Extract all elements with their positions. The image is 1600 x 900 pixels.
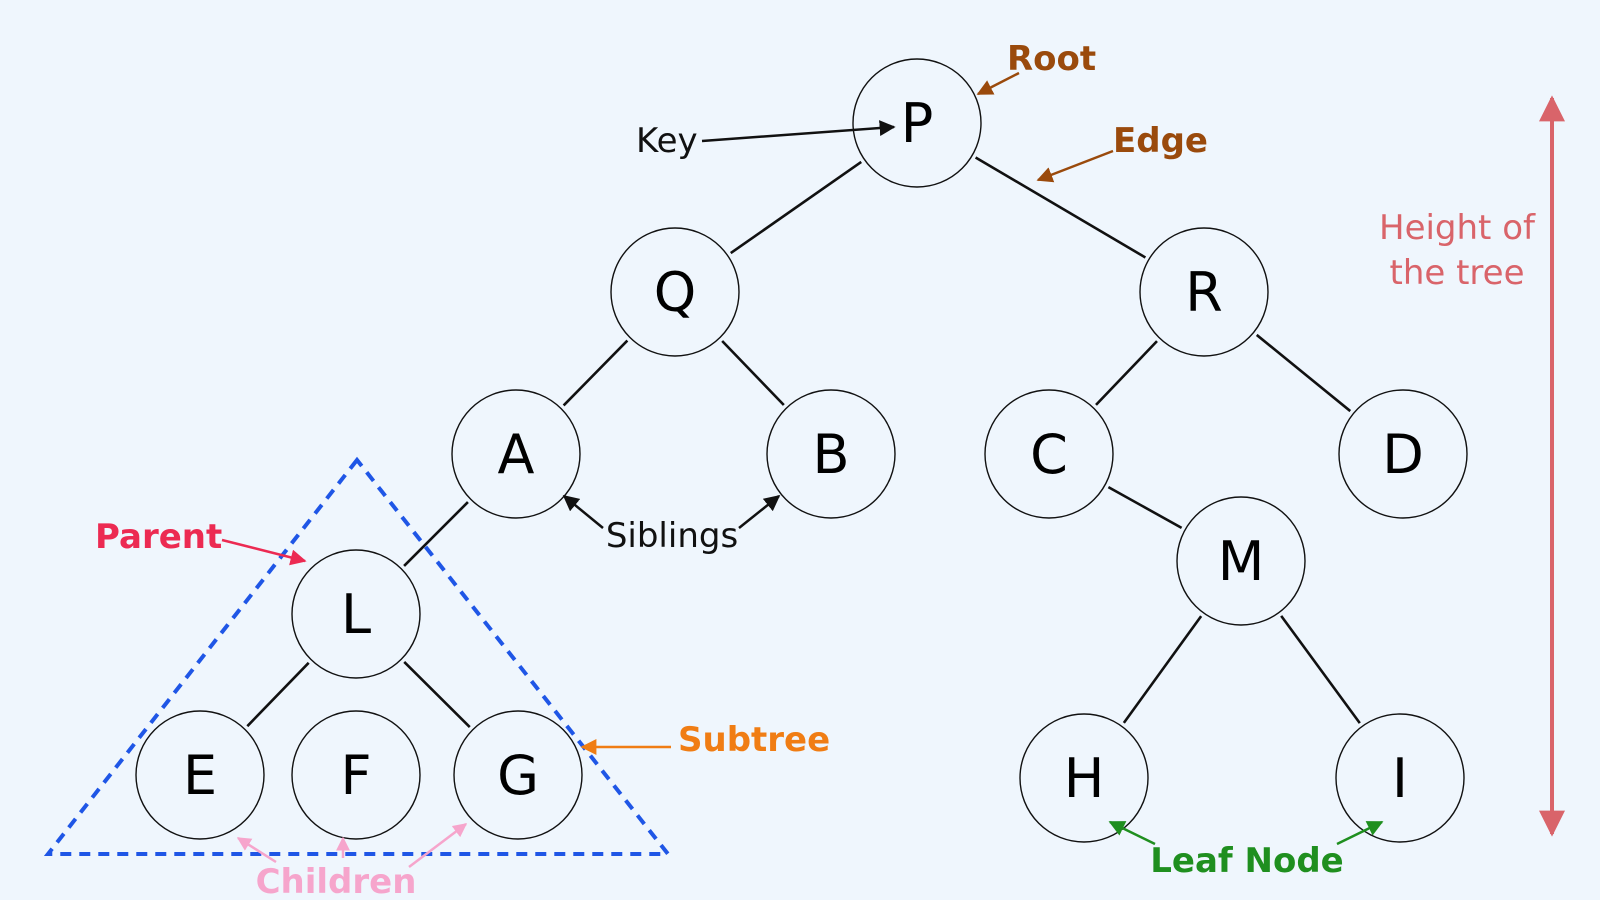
root-arrow xyxy=(976,71,1020,96)
node-circle-i xyxy=(1335,713,1465,843)
node-m: M xyxy=(1176,496,1306,626)
parent-label: Parent xyxy=(95,517,222,557)
subtree-label: Subtree xyxy=(678,720,830,760)
parent-arrow xyxy=(221,538,307,566)
leaf-arrow-h xyxy=(1108,820,1156,846)
node-label-m: M xyxy=(1218,530,1265,593)
root-label: Root xyxy=(1007,39,1096,79)
node-circle-f xyxy=(291,710,421,840)
edge-r-c xyxy=(1095,340,1158,406)
node-label-a: A xyxy=(498,423,535,486)
node-label-r: R xyxy=(1185,261,1223,324)
node-label-l: L xyxy=(341,583,371,646)
node-circle-g xyxy=(453,710,583,840)
node-circle-a xyxy=(451,389,581,519)
node-p: P xyxy=(852,58,982,188)
edge-q-a xyxy=(562,339,629,407)
edge-label: Edge xyxy=(1113,121,1208,161)
siblings-label: Siblings xyxy=(606,516,738,556)
edge-arrow xyxy=(1036,149,1114,183)
height-label-line1: Height of xyxy=(1379,208,1536,248)
node-q: Q xyxy=(610,227,740,357)
node-label-e: E xyxy=(183,744,217,807)
node-b: B xyxy=(766,389,896,519)
node-r: R xyxy=(1139,227,1269,357)
node-circle-m xyxy=(1176,496,1306,626)
node-label-b: B xyxy=(812,423,849,486)
node-label-g: G xyxy=(497,744,539,807)
leaf-node-label: Leaf Node xyxy=(1150,841,1344,881)
node-label-p: P xyxy=(901,92,934,155)
node-i: I xyxy=(1335,713,1465,843)
height-label-line2: the tree xyxy=(1389,253,1524,293)
edge-p-q xyxy=(730,160,862,255)
node-a: A xyxy=(451,389,581,519)
node-f: F xyxy=(291,710,421,840)
edge-c-m xyxy=(1107,485,1183,530)
node-label-c: C xyxy=(1030,423,1068,486)
node-g: G xyxy=(453,710,583,840)
node-d: D xyxy=(1338,389,1468,519)
node-e: E xyxy=(135,710,265,840)
node-circle-h xyxy=(1019,713,1149,843)
edge-l-e xyxy=(246,661,310,728)
node-c: C xyxy=(984,389,1114,519)
node-circle-d xyxy=(1338,389,1468,519)
node-label-q: Q xyxy=(654,261,697,324)
node-circle-b xyxy=(766,389,896,519)
leaf-arrow-i xyxy=(1336,820,1384,846)
edge-q-b xyxy=(721,340,785,406)
edge-p-r xyxy=(974,156,1147,259)
subtree-outline xyxy=(43,456,673,856)
node-label-d: D xyxy=(1382,423,1424,486)
node-circle-c xyxy=(984,389,1114,519)
nodes-group: P Q R A B C D L M E F G H I xyxy=(135,58,1468,843)
siblings-arrow-left xyxy=(562,494,604,529)
siblings-arrow-right xyxy=(738,495,781,529)
node-l: L xyxy=(291,549,421,679)
edge-m-i xyxy=(1280,615,1361,724)
key-arrow xyxy=(701,120,896,143)
node-circle-l xyxy=(291,549,421,679)
children-label: Children xyxy=(256,862,417,900)
node-circle-r xyxy=(1139,227,1269,357)
edge-m-h xyxy=(1122,615,1203,724)
node-label-f: F xyxy=(340,744,371,807)
node-circle-p xyxy=(852,58,982,188)
node-label-i: I xyxy=(1392,747,1408,810)
children-arrow-e xyxy=(236,836,277,864)
children-arrow-g xyxy=(408,823,468,868)
node-label-h: H xyxy=(1064,747,1105,810)
edges-group xyxy=(246,156,1361,728)
edge-l-g xyxy=(403,661,471,728)
node-h: H xyxy=(1019,713,1149,843)
node-circle-e xyxy=(135,710,265,840)
node-circle-q xyxy=(610,227,740,357)
edge-a-l xyxy=(403,501,469,567)
edge-r-d xyxy=(1255,333,1352,413)
key-label: Key xyxy=(636,121,698,161)
